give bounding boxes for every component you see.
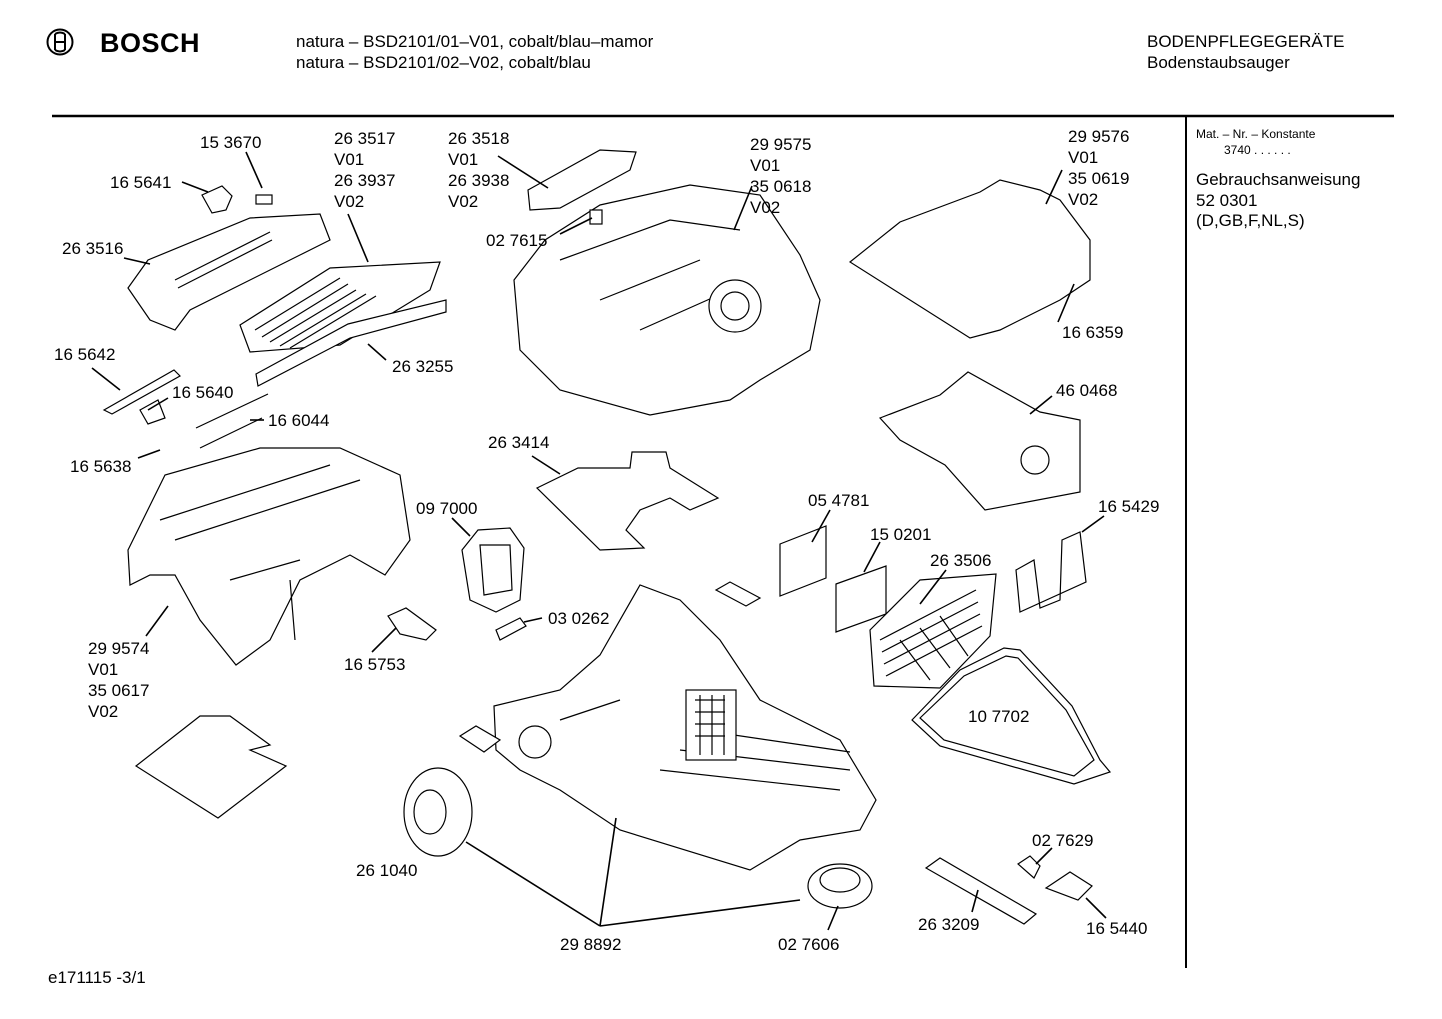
part-label-263506: 26 3506 [930,551,991,570]
part-label-line: 16 5642 [54,345,115,364]
manual-label: Gebrauchsanweisung [1196,170,1361,189]
part-label-line: 16 5640 [172,383,233,402]
part-label-line: 26 3516 [62,239,123,258]
brand-name: BOSCH [100,28,201,58]
part-label-line: 16 5641 [110,173,171,192]
part-label-line: 02 7606 [778,935,839,954]
part-label-line: 35 0618 [750,177,811,196]
part-label-027615: 02 7615 [486,231,547,250]
document-id: e171115 -3/1 [48,968,146,987]
model-line-2: natura – BSD2101/02–V02, cobalt/blau [296,53,591,72]
part-label-263255: 26 3255 [392,357,453,376]
subcategory-title: Bodenstaubsauger [1147,53,1290,72]
part-label-line: V02 [334,192,364,211]
part-label-097000: 09 7000 [416,499,477,518]
part-label-line: 46 0468 [1056,381,1117,400]
part-label-027606: 02 7606 [778,935,839,954]
part-label-line: 35 0619 [1068,169,1129,188]
part-label-line: 09 7000 [416,499,477,518]
part-label-line: V02 [1068,190,1098,209]
category-title: BODENPFLEGEGERÄTE [1147,32,1345,51]
part-label-263209: 26 3209 [918,915,979,934]
part-label-460468: 46 0468 [1056,381,1117,400]
part-label-line: 16 5440 [1086,919,1147,938]
bosch-armature-logo-icon [46,28,74,56]
part-label-line: 26 3414 [488,433,549,452]
part-label-line: 16 5429 [1098,497,1159,516]
part-label-line: 26 3938 [448,171,509,190]
part-label-165753: 16 5753 [344,655,405,674]
part-label-165642: 16 5642 [54,345,115,364]
part-label-263516: 26 3516 [62,239,123,258]
part-label-line: 29 9575 [750,135,811,154]
leader-lines [91,151,1107,931]
model-line-1: natura – BSD2101/01–V01, cobalt/blau–mam… [296,32,654,51]
part-label-line: 16 5638 [70,457,131,476]
part-label-261040: 26 1040 [356,861,417,880]
part-label-line: 26 3255 [392,357,453,376]
mat-number-label: Mat. – Nr. – Konstante [1196,127,1316,141]
manual-number: 52 0301 [1196,191,1258,210]
part-label-line: 26 1040 [356,861,417,880]
part-label-298892: 29 8892 [560,935,621,954]
part-label-line: 35 0617 [88,681,149,700]
part-label-line: V01 [448,150,478,169]
part-label-166359: 16 6359 [1062,323,1123,342]
part-label-165440: 16 5440 [1086,919,1147,938]
part-label-line: 16 6359 [1062,323,1123,342]
part-label-line: 26 3506 [930,551,991,570]
mat-number-value: 3740 . . . . . . [1224,143,1291,157]
part-label-line: 15 3670 [200,133,261,152]
part-label-line: V01 [1068,148,1098,167]
part-label-line: 29 9574 [88,639,149,658]
part-label-line: V01 [334,150,364,169]
part-label-165429: 16 5429 [1098,497,1159,516]
part-label-line: 29 8892 [560,935,621,954]
part-label-line: 15 0201 [870,525,931,544]
part-label-line: V01 [88,660,118,679]
part-label-line: V02 [448,192,478,211]
part-drawings [102,149,1112,925]
part-label-165641: 16 5641 [110,173,171,192]
part-label-line: 03 0262 [548,609,609,628]
part-label-line: 26 3937 [334,171,395,190]
part-label-line: 29 9576 [1068,127,1129,146]
part-label-line: 10 7702 [968,707,1029,726]
part-label-line: V01 [750,156,780,175]
part-label-line: 16 5753 [344,655,405,674]
part-label-107702: 10 7702 [968,707,1029,726]
part-label-line: 26 3517 [334,129,395,148]
part-label-263414: 26 3414 [488,433,549,452]
part-label-line: 26 3209 [918,915,979,934]
manual-languages: (D,GB,F,NL,S) [1196,211,1305,230]
part-label-line: 02 7629 [1032,831,1093,850]
part-label-027629: 02 7629 [1032,831,1093,850]
part-label-line: 26 3518 [448,129,509,148]
part-label-line: V02 [750,198,780,217]
part-label-165640: 16 5640 [172,383,233,402]
part-label-line: 16 6044 [268,411,329,430]
part-label-153670: 15 3670 [200,133,261,152]
part-label-line: 02 7615 [486,231,547,250]
part-label-line: V02 [88,702,118,721]
part-label-150201: 15 0201 [870,525,931,544]
part-label-166044: 16 6044 [268,411,329,430]
part-label-165638: 16 5638 [70,457,131,476]
part-label-054781: 05 4781 [808,491,869,510]
part-label-030262: 03 0262 [548,609,609,628]
part-label-line: 05 4781 [808,491,869,510]
